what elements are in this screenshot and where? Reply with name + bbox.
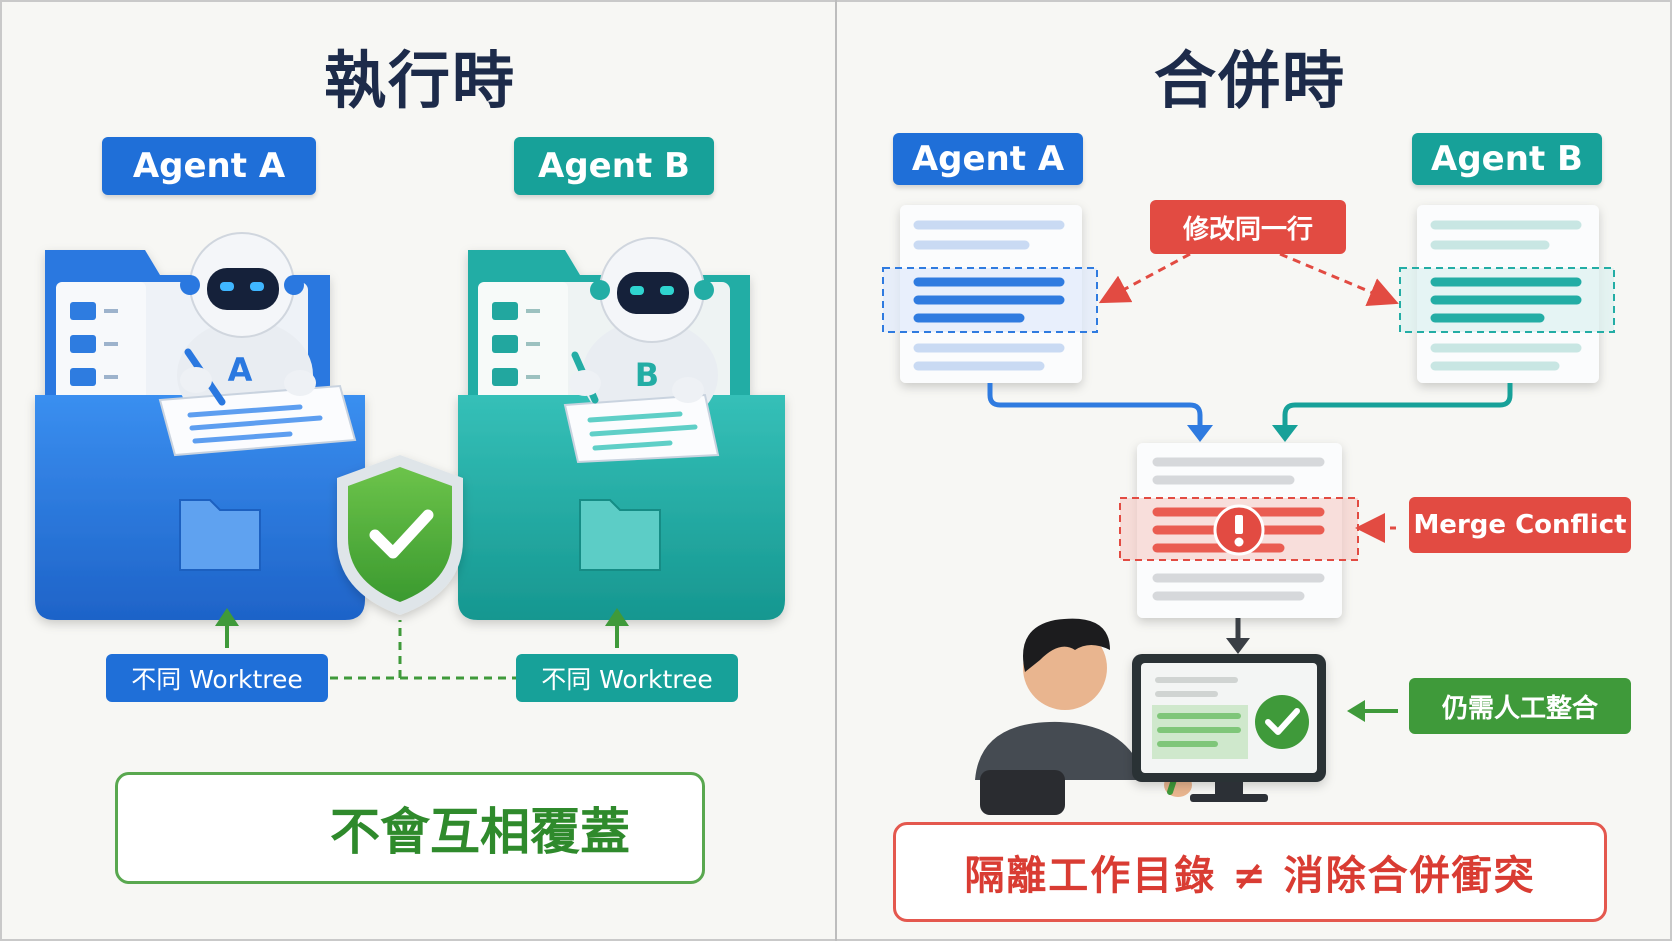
worktree-connectors	[215, 608, 629, 680]
document-b	[1399, 205, 1615, 383]
worktree-b-label: 不同 Worktree	[516, 654, 738, 702]
merge-agent-b-label: Agent B	[1412, 133, 1602, 185]
same-line-tag: 修改同一行	[1150, 200, 1346, 254]
no-overwrite-result: 不會互相覆蓋	[115, 772, 705, 884]
manual-integration-tag: 仍需人工整合	[1409, 678, 1631, 734]
same-line-arrows	[1098, 252, 1399, 307]
agent-b-label: Agent B	[514, 137, 714, 195]
monitor	[1132, 654, 1326, 802]
manual-arrow	[1347, 700, 1398, 722]
robot-a: A	[158, 232, 357, 457]
document-a	[882, 205, 1098, 383]
conclusion-box: 隔離工作目錄 ≠ 消除合併衝突	[893, 822, 1607, 922]
monitor-check-icon	[1255, 695, 1309, 749]
conclusion-text: 隔離工作目錄 ≠ 消除合併衝突	[964, 853, 1536, 899]
merge-arrows	[987, 383, 1513, 442]
no-overwrite-text: 不會互相覆蓋	[330, 803, 630, 861]
robot-b: B	[563, 237, 720, 464]
merge-agent-a-label: Agent A	[893, 133, 1083, 185]
shield-check-icon	[337, 455, 463, 615]
robot-b-letter: B	[635, 356, 659, 394]
merged-document	[1119, 443, 1359, 618]
left-title: 執行時	[323, 44, 516, 117]
robot-a-letter: A	[228, 351, 253, 389]
right-title: 合併時	[1153, 44, 1346, 117]
agent-a-label: Agent A	[102, 137, 316, 195]
merge-conflict-tag: Merge Conflict	[1409, 497, 1631, 553]
worktree-a-label: 不同 Worktree	[106, 654, 328, 702]
